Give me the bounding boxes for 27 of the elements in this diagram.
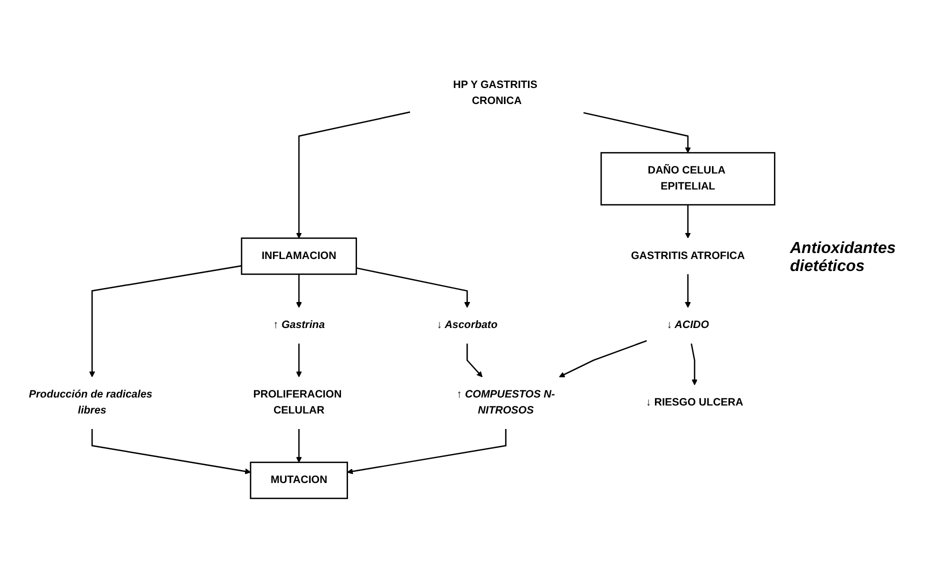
node-text: Producción de radicales libres xyxy=(28,389,152,416)
arrow xyxy=(684,274,691,308)
arrow xyxy=(684,204,691,239)
node-text: ↑ Gastrina xyxy=(273,320,325,332)
node-box: MUTACION xyxy=(250,462,348,500)
node-box: INFLAMACION xyxy=(240,238,357,275)
arrow xyxy=(347,429,506,474)
arrow xyxy=(690,344,698,386)
node-box: DAÑO CELULA EPITELIAL xyxy=(600,152,776,206)
arrow xyxy=(583,112,691,154)
arrow xyxy=(91,429,251,474)
node-text: PROLIFERACION CELULAR xyxy=(253,389,342,416)
arrow xyxy=(466,344,483,378)
node-text: ↓ RIESGO ULCERA xyxy=(646,397,744,408)
arrow xyxy=(296,112,410,239)
note-text: Antioxidantes dietéticos xyxy=(790,240,897,276)
node-text: ↑ COMPUESTOS N-NITROSOS xyxy=(456,389,555,416)
node-text: ↓ Ascorbato xyxy=(436,320,498,332)
arrow xyxy=(356,267,470,308)
node-text: GASTRITIS ATROFICA xyxy=(630,250,745,262)
arrow xyxy=(296,429,302,463)
node-text: HP Y GASTRITIS CRONICA xyxy=(453,79,538,107)
arrow xyxy=(296,274,302,308)
arrow xyxy=(89,265,242,378)
node-text: ↓ ACIDO xyxy=(666,320,710,332)
arrow xyxy=(296,344,302,378)
arrow xyxy=(559,340,647,378)
